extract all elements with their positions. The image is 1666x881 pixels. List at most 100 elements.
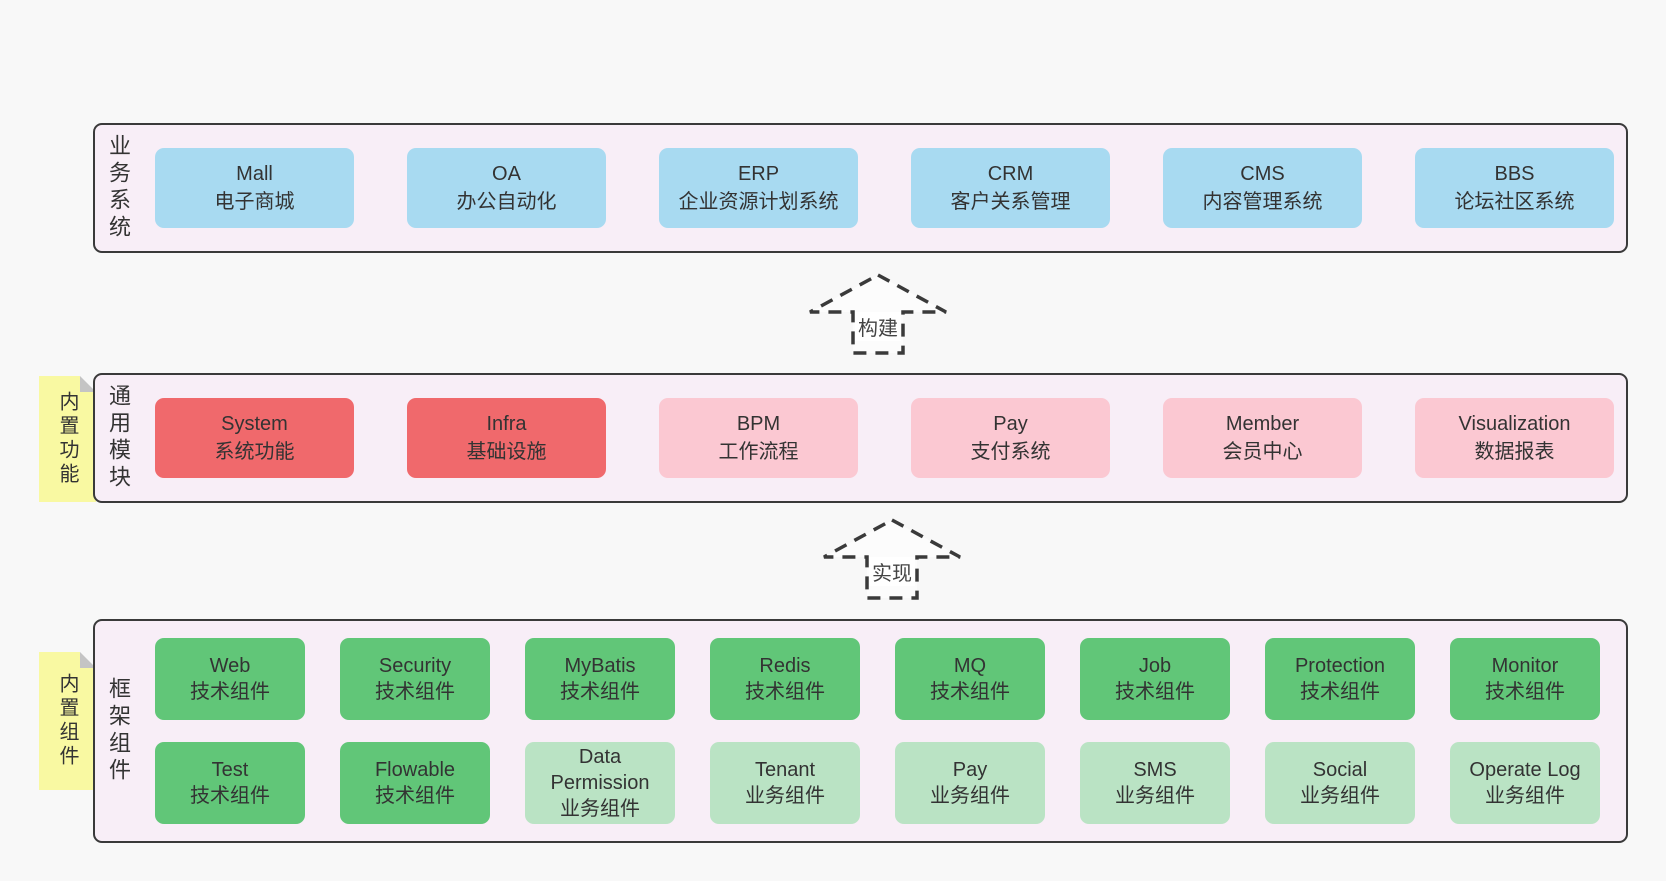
business-systems-row: Mall 电子商城 OA 办公自动化 ERP 企业资源计划系统 CRM 客户关系… xyxy=(155,125,1614,251)
box-desc: 业务组件 xyxy=(1300,785,1380,807)
box-desc: 会员中心 xyxy=(1222,441,1303,463)
box-name: Redis xyxy=(759,655,811,677)
arrow-build: 构建 xyxy=(808,272,948,356)
box-desc: 业务组件 xyxy=(1485,785,1565,807)
box-name: ERP xyxy=(737,163,780,185)
box-data-permission: Data Permission 业务组件 xyxy=(525,742,675,824)
box-name: Pay xyxy=(952,759,988,781)
box-name: Pay xyxy=(993,413,1028,435)
box-name: Web xyxy=(209,655,251,677)
box-visualization: Visualization 数据报表 xyxy=(1415,398,1614,478)
box-name: Visualization xyxy=(1458,413,1571,435)
note-text: 内置组件 xyxy=(56,673,78,769)
box-desc: 电子商城 xyxy=(214,191,295,213)
panel-framework-components: 框架组件 Web 技术组件 Security 技术组件 MyBatis 技术组件… xyxy=(93,619,1628,843)
box-pay: Pay 支付系统 xyxy=(911,398,1110,478)
box-protection: Protection 技术组件 xyxy=(1265,638,1415,720)
box-bbs: BBS 论坛社区系统 xyxy=(1415,148,1614,228)
box-desc: 技术组件 xyxy=(375,785,455,807)
arrow-implement: 实现 xyxy=(822,517,962,601)
box-desc: 内容管理系统 xyxy=(1202,191,1323,213)
box-desc: 技术组件 xyxy=(745,681,825,703)
box-name: System xyxy=(221,413,288,435)
box-desc: 业务组件 xyxy=(560,798,640,820)
box-mall: Mall 电子商城 xyxy=(155,148,354,228)
box-desc: 技术组件 xyxy=(190,681,270,703)
biz-components-row: Test 技术组件 Flowable 技术组件 Data Permission … xyxy=(155,742,1600,824)
box-cms: CMS 内容管理系统 xyxy=(1163,148,1362,228)
box-oa: OA 办公自动化 xyxy=(407,148,606,228)
box-name: Tenant xyxy=(754,759,816,781)
box-desc: 办公自动化 xyxy=(456,191,557,213)
box-mq: MQ 技术组件 xyxy=(895,638,1045,720)
box-desc: 技术组件 xyxy=(1300,681,1380,703)
box-desc: 客户关系管理 xyxy=(950,191,1071,213)
box-name: MyBatis xyxy=(564,655,636,677)
box-mybatis: MyBatis 技术组件 xyxy=(525,638,675,720)
folded-corner-icon xyxy=(80,376,96,392)
note-text: 内置功能 xyxy=(56,391,78,487)
box-name: Mall xyxy=(236,163,273,185)
box-job: Job 技术组件 xyxy=(1080,638,1230,720)
box-desc: 系统功能 xyxy=(214,441,295,463)
box-name: Protection xyxy=(1294,655,1386,677)
common-modules-row: System 系统功能 Infra 基础设施 BPM 工作流程 Pay 支付系统… xyxy=(155,375,1614,501)
panel-business-systems: 业务系统 Mall 电子商城 OA 办公自动化 ERP 企业资源计划系统 CRM… xyxy=(93,123,1628,253)
box-name: CMS xyxy=(1240,163,1285,185)
arrow-label: 构建 xyxy=(855,312,901,341)
box-desc: 基础设施 xyxy=(466,441,547,463)
box-desc: 业务组件 xyxy=(930,785,1010,807)
box-security: Security 技术组件 xyxy=(340,638,490,720)
box-sms: SMS 业务组件 xyxy=(1080,742,1230,824)
box-redis: Redis 技术组件 xyxy=(710,638,860,720)
box-operate-log: Operate Log 业务组件 xyxy=(1450,742,1600,824)
box-tenant: Tenant 业务组件 xyxy=(710,742,860,824)
box-name: Operate Log xyxy=(1469,759,1581,781)
box-name: OA xyxy=(492,163,521,185)
box-desc: 技术组件 xyxy=(1115,681,1195,703)
box-member: Member 会员中心 xyxy=(1163,398,1362,478)
box-infra: Infra 基础设施 xyxy=(407,398,606,478)
box-monitor: Monitor 技术组件 xyxy=(1450,638,1600,720)
box-flowable: Flowable 技术组件 xyxy=(340,742,490,824)
box-desc: 业务组件 xyxy=(1115,785,1195,807)
note-built-in-features: 内置功能 xyxy=(39,376,96,502)
box-desc: 技术组件 xyxy=(1485,681,1565,703)
box-crm: CRM 客户关系管理 xyxy=(911,148,1110,228)
tech-components-row: Web 技术组件 Security 技术组件 MyBatis 技术组件 Redi… xyxy=(155,638,1600,720)
box-pay-component: Pay 业务组件 xyxy=(895,742,1045,824)
panel-common-modules: 通用模块 System 系统功能 Infra 基础设施 BPM 工作流程 Pay… xyxy=(93,373,1628,503)
box-web: Web 技术组件 xyxy=(155,638,305,720)
box-test: Test 技术组件 xyxy=(155,742,305,824)
box-social: Social 业务组件 xyxy=(1265,742,1415,824)
box-desc: 技术组件 xyxy=(930,681,1010,703)
box-desc: 技术组件 xyxy=(375,681,455,703)
box-name: Member xyxy=(1225,413,1300,435)
note-built-in-components: 内置组件 xyxy=(39,652,96,790)
panel-label: 框架组件 xyxy=(106,677,131,785)
box-erp: ERP 企业资源计划系统 xyxy=(659,148,858,228)
box-name: Job xyxy=(1138,655,1172,677)
box-desc: 支付系统 xyxy=(970,441,1051,463)
box-desc: 业务组件 xyxy=(745,785,825,807)
box-name: Infra xyxy=(486,413,527,435)
panel-label: 通用模块 xyxy=(106,384,131,492)
box-name: Flowable xyxy=(374,759,456,781)
folded-corner-icon xyxy=(80,652,96,668)
box-name: Security xyxy=(378,655,452,677)
box-name: Monitor xyxy=(1491,655,1559,677)
box-bpm: BPM 工作流程 xyxy=(659,398,858,478)
box-system: System 系统功能 xyxy=(155,398,354,478)
box-desc: 企业资源计划系统 xyxy=(678,191,839,213)
box-name: Test xyxy=(211,759,249,781)
box-name: Social xyxy=(1312,759,1368,781)
panel-label: 业务系统 xyxy=(106,134,131,242)
arrow-label: 实现 xyxy=(869,557,915,586)
box-desc: 工作流程 xyxy=(718,441,799,463)
box-name: BPM xyxy=(736,413,781,435)
box-name: Data Permission xyxy=(550,746,650,794)
box-name: MQ xyxy=(953,655,987,677)
box-desc: 数据报表 xyxy=(1474,441,1555,463)
box-desc: 论坛社区系统 xyxy=(1454,191,1575,213)
